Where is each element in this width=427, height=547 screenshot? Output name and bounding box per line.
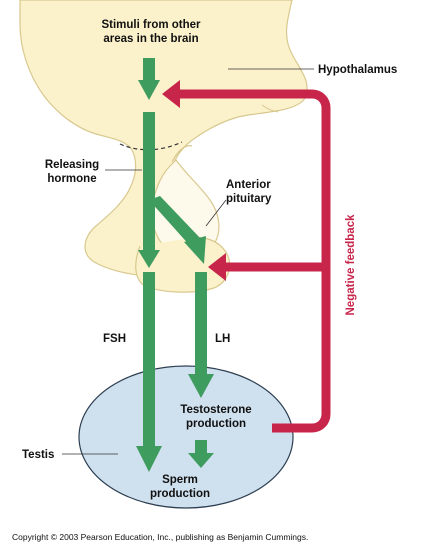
fsh-label: FSH (103, 333, 126, 345)
testosterone-arrow-shaft (195, 440, 207, 456)
green-arrow-stimuli[interactable] (138, 80, 160, 100)
stimuli-label-line2: areas in the brain (103, 33, 198, 45)
testis-oval (78, 365, 294, 509)
fsh-arrow-shaft (143, 272, 155, 448)
testosterone-label-line1: Testosterone (180, 404, 251, 416)
releasing-label-line2: hormone (47, 173, 96, 185)
stimuli-arrow-shaft (143, 58, 155, 82)
releasing-hormone-shaft (143, 112, 155, 254)
sperm-label-line2: production (150, 488, 210, 500)
testosterone-label-line2: production (186, 418, 246, 430)
stimuli-label-line1: Stimuli from other (101, 19, 201, 31)
red-feedback-arrow-hypothalamus[interactable] (162, 80, 180, 108)
hypothalamus-label: Hypothalamus (318, 64, 397, 76)
negative-feedback-loop (180, 89, 331, 433)
anterior-leader (205, 199, 227, 227)
green-arrow-branch[interactable] (184, 236, 206, 264)
brain-fold (261, 104, 279, 113)
lh-label: LH (215, 333, 230, 345)
red-feedback-arrow-pituitary[interactable] (208, 253, 226, 281)
anterior-pituitary-tip (171, 145, 193, 163)
branch-arrow-shaft (149, 196, 202, 248)
lh-arrow-shaft (195, 272, 207, 376)
green-arrow-releasing[interactable] (138, 250, 160, 268)
releasing-label-line1: Releasing (45, 159, 99, 171)
sperm-label-line1: Sperm (162, 474, 198, 486)
copyright-text: Copyright © 2003 Pearson Education, Inc.… (12, 532, 308, 542)
anterior-label-line2: pituitary (226, 193, 272, 205)
green-arrow-testosterone[interactable] (188, 453, 214, 468)
green-arrow-lh[interactable] (188, 374, 214, 398)
green-arrows (136, 58, 214, 472)
anterior-label-line1: Anterior (226, 179, 271, 191)
green-arrow-fsh[interactable] (136, 446, 162, 472)
negative-feedback-label: Negative feedback (345, 214, 357, 316)
testis-label: Testis (22, 449, 54, 461)
